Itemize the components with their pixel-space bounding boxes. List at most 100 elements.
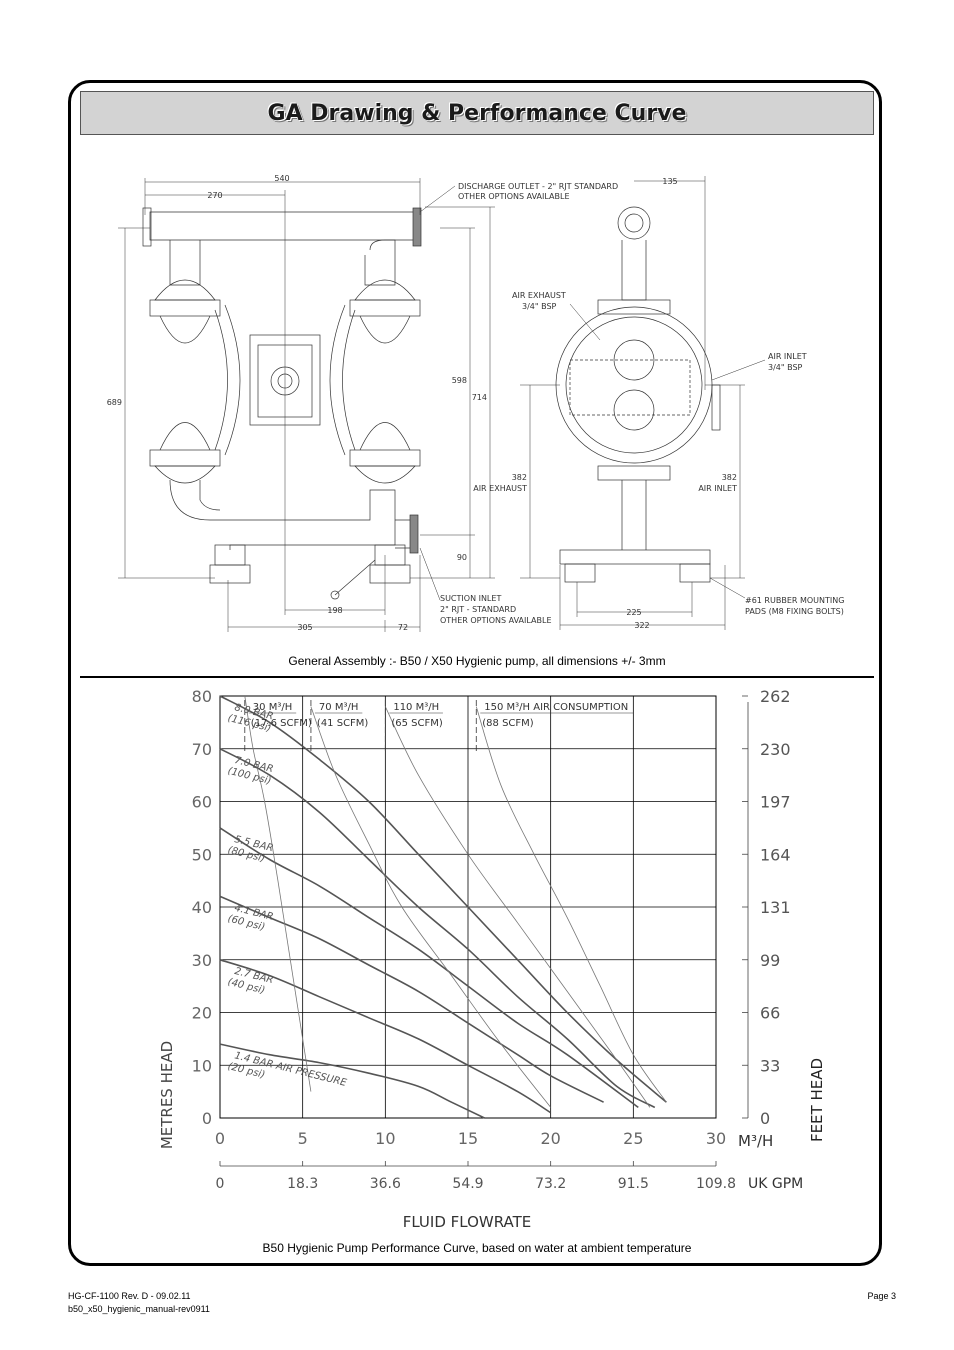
- page-title: GA Drawing & Performance Curve: [267, 100, 687, 126]
- chart-air-consumption: [244, 695, 667, 1108]
- title-bar: GA Drawing & Performance Curve: [80, 91, 874, 135]
- pressure-label: 2.7 BAR(40 psi): [226, 966, 274, 997]
- discharge-note-1: DISCHARGE OUTLET - 2" RJT STANDARD: [458, 182, 618, 191]
- x-tick-label: 25: [623, 1129, 643, 1148]
- air-consumption-scfm: (41 SCFM): [317, 718, 369, 729]
- y-tick-label: 60: [192, 793, 212, 812]
- y2-axis-label: FEET HEAD: [808, 1058, 826, 1142]
- pressure-curve: [219, 748, 656, 1109]
- air-exhaust-dim-label: AIR EXHAUST: [473, 484, 527, 493]
- x2-tick-label: 0: [216, 1176, 225, 1192]
- dim-689: 689: [107, 398, 122, 407]
- page-number: Page 3: [867, 1291, 896, 1301]
- dim-598: 598: [452, 376, 467, 385]
- x2-tick-label: 91.5: [618, 1176, 649, 1192]
- dim-198: 198: [327, 606, 342, 615]
- y2-tick-label: 230: [760, 740, 791, 759]
- x2-tick-label: 54.9: [452, 1176, 483, 1192]
- suction-note-3: OTHER OPTIONS AVAILABLE: [440, 616, 552, 625]
- x-tick-label: 0: [215, 1129, 225, 1148]
- air-consumption-scfm: (65 SCFM): [391, 718, 443, 729]
- suction-flange: [409, 514, 419, 554]
- y2-tick-label: 99: [760, 951, 780, 970]
- y2-tick-label: 164: [760, 845, 791, 864]
- air-exhaust-note-1: AIR EXHAUST: [512, 291, 566, 300]
- x-tick-label: 10: [375, 1129, 395, 1148]
- air-consumption-curve: [244, 695, 312, 1092]
- x-tick-label: 15: [458, 1129, 478, 1148]
- pressure-curve: [219, 827, 639, 1109]
- y-tick-label: 50: [192, 845, 212, 864]
- x2-tick-label: 73.2: [535, 1176, 566, 1192]
- dim-382-exhaust: 382: [512, 473, 527, 482]
- section-divider: [80, 676, 874, 678]
- dim-135: 135: [662, 177, 677, 186]
- dim-270: 270: [207, 191, 222, 200]
- ga-drawing: 540 270 135 689 598 714 90 198 305 72 22…: [107, 174, 844, 632]
- discharge-flange-left: [142, 207, 152, 247]
- dim-322: 322: [634, 621, 649, 630]
- air-consumption-label: 110 M³/H: [393, 702, 439, 713]
- x-tick-label: 5: [298, 1129, 308, 1148]
- dim-90: 90: [457, 553, 467, 562]
- y-tick-label: 20: [192, 1004, 212, 1023]
- pressure-curve: [219, 959, 552, 1114]
- dim-540: 540: [274, 174, 289, 183]
- performance-chart: 0 5 10 15 20 25 30 0 18.3 36.6 54.9 73.2 91.5 109.8 0 1…: [158, 687, 826, 1231]
- air-consumption-scfm: (88 SCFM): [482, 718, 534, 729]
- air-consumption-scfm: (17.6 SCFM): [251, 718, 312, 729]
- y2-tick-label: 197: [760, 793, 791, 812]
- discharge-flange-right: [412, 207, 422, 247]
- air-consumption-curve: [475, 706, 667, 1103]
- x2-unit: UK GPM: [748, 1176, 803, 1192]
- pressure-curve: [219, 1043, 485, 1119]
- pressure-curve: [219, 695, 667, 1103]
- x-tick-label: 20: [540, 1129, 560, 1148]
- pressure-label: 5.5 BAR(80 psi): [226, 834, 274, 865]
- y-tick-label: 80: [192, 687, 212, 706]
- y-tick-label: 30: [192, 951, 212, 970]
- suction-note-1: SUCTION INLET: [440, 594, 501, 603]
- pressure-curve: [219, 895, 604, 1103]
- x2-tick-label: 109.8: [696, 1176, 736, 1192]
- air-exhaust-note-2: 3/4" BSP: [522, 302, 557, 311]
- air-consumption-label: 30 M³/H: [253, 702, 292, 713]
- file-name: b50_x50_hygienic_manual-rev0911: [68, 1304, 210, 1314]
- dim-382-inlet: 382: [722, 473, 737, 482]
- air-consumption-label: 150 M³/H AIR CONSUMPTION: [484, 702, 628, 713]
- chart-caption: B50 Hygienic Pump Performance Curve, bas…: [262, 1241, 692, 1255]
- air-inlet-dim-label: AIR INLET: [698, 484, 737, 493]
- x2-tick-label: 36.6: [370, 1176, 401, 1192]
- air-inlet-note-1: AIR INLET: [768, 352, 807, 361]
- air-consumption-label: 70 M³/H: [319, 702, 358, 713]
- pads-note-2: PADS (M8 FIXING BOLTS): [745, 607, 844, 616]
- y2-tick-label: 131: [760, 898, 791, 917]
- page-frame: [68, 80, 882, 1266]
- drawing-caption: General Assembly :- B50 / X50 Hygienic p…: [288, 654, 666, 668]
- y2-tick-label: 0: [760, 1109, 770, 1128]
- y2-tick-label: 33: [760, 1056, 780, 1075]
- dim-72: 72: [398, 623, 408, 632]
- y-tick-label: 70: [192, 740, 212, 759]
- discharge-note-2: OTHER OPTIONS AVAILABLE: [458, 192, 570, 201]
- pressure-label: 7.0 BAR(100 psi): [226, 755, 274, 787]
- y2-tick-label: 66: [760, 1004, 780, 1023]
- air-inlet-note-2: 3/4" BSP: [768, 363, 803, 372]
- y-axis-label: METRES HEAD: [158, 1041, 176, 1149]
- pads-note-1: #61 RUBBER MOUNTING: [745, 596, 844, 605]
- chart-series: [219, 695, 667, 1119]
- dim-225: 225: [626, 608, 641, 617]
- x-axis-label: FLUID FLOWRATE: [403, 1213, 532, 1231]
- x2-tick-label: 18.3: [287, 1176, 318, 1192]
- chart-grid: 0 5 10 15 20 25 30 0 18.3 36.6 54.9 73.2 91.5 109.8 0 1…: [192, 687, 791, 1192]
- y-tick-label: 0: [202, 1109, 212, 1128]
- x-unit: M³/H: [738, 1132, 773, 1150]
- doc-reference: HG-CF-1100 Rev. D - 09.02.11: [68, 1291, 191, 1301]
- y-tick-label: 40: [192, 898, 212, 917]
- x-tick-label: 30: [706, 1129, 726, 1148]
- y-tick-label: 10: [192, 1056, 212, 1075]
- dim-305: 305: [297, 623, 312, 632]
- dim-714: 714: [472, 393, 487, 402]
- y2-tick-label: 262: [760, 687, 791, 706]
- air-consumption-curve: [310, 706, 552, 1108]
